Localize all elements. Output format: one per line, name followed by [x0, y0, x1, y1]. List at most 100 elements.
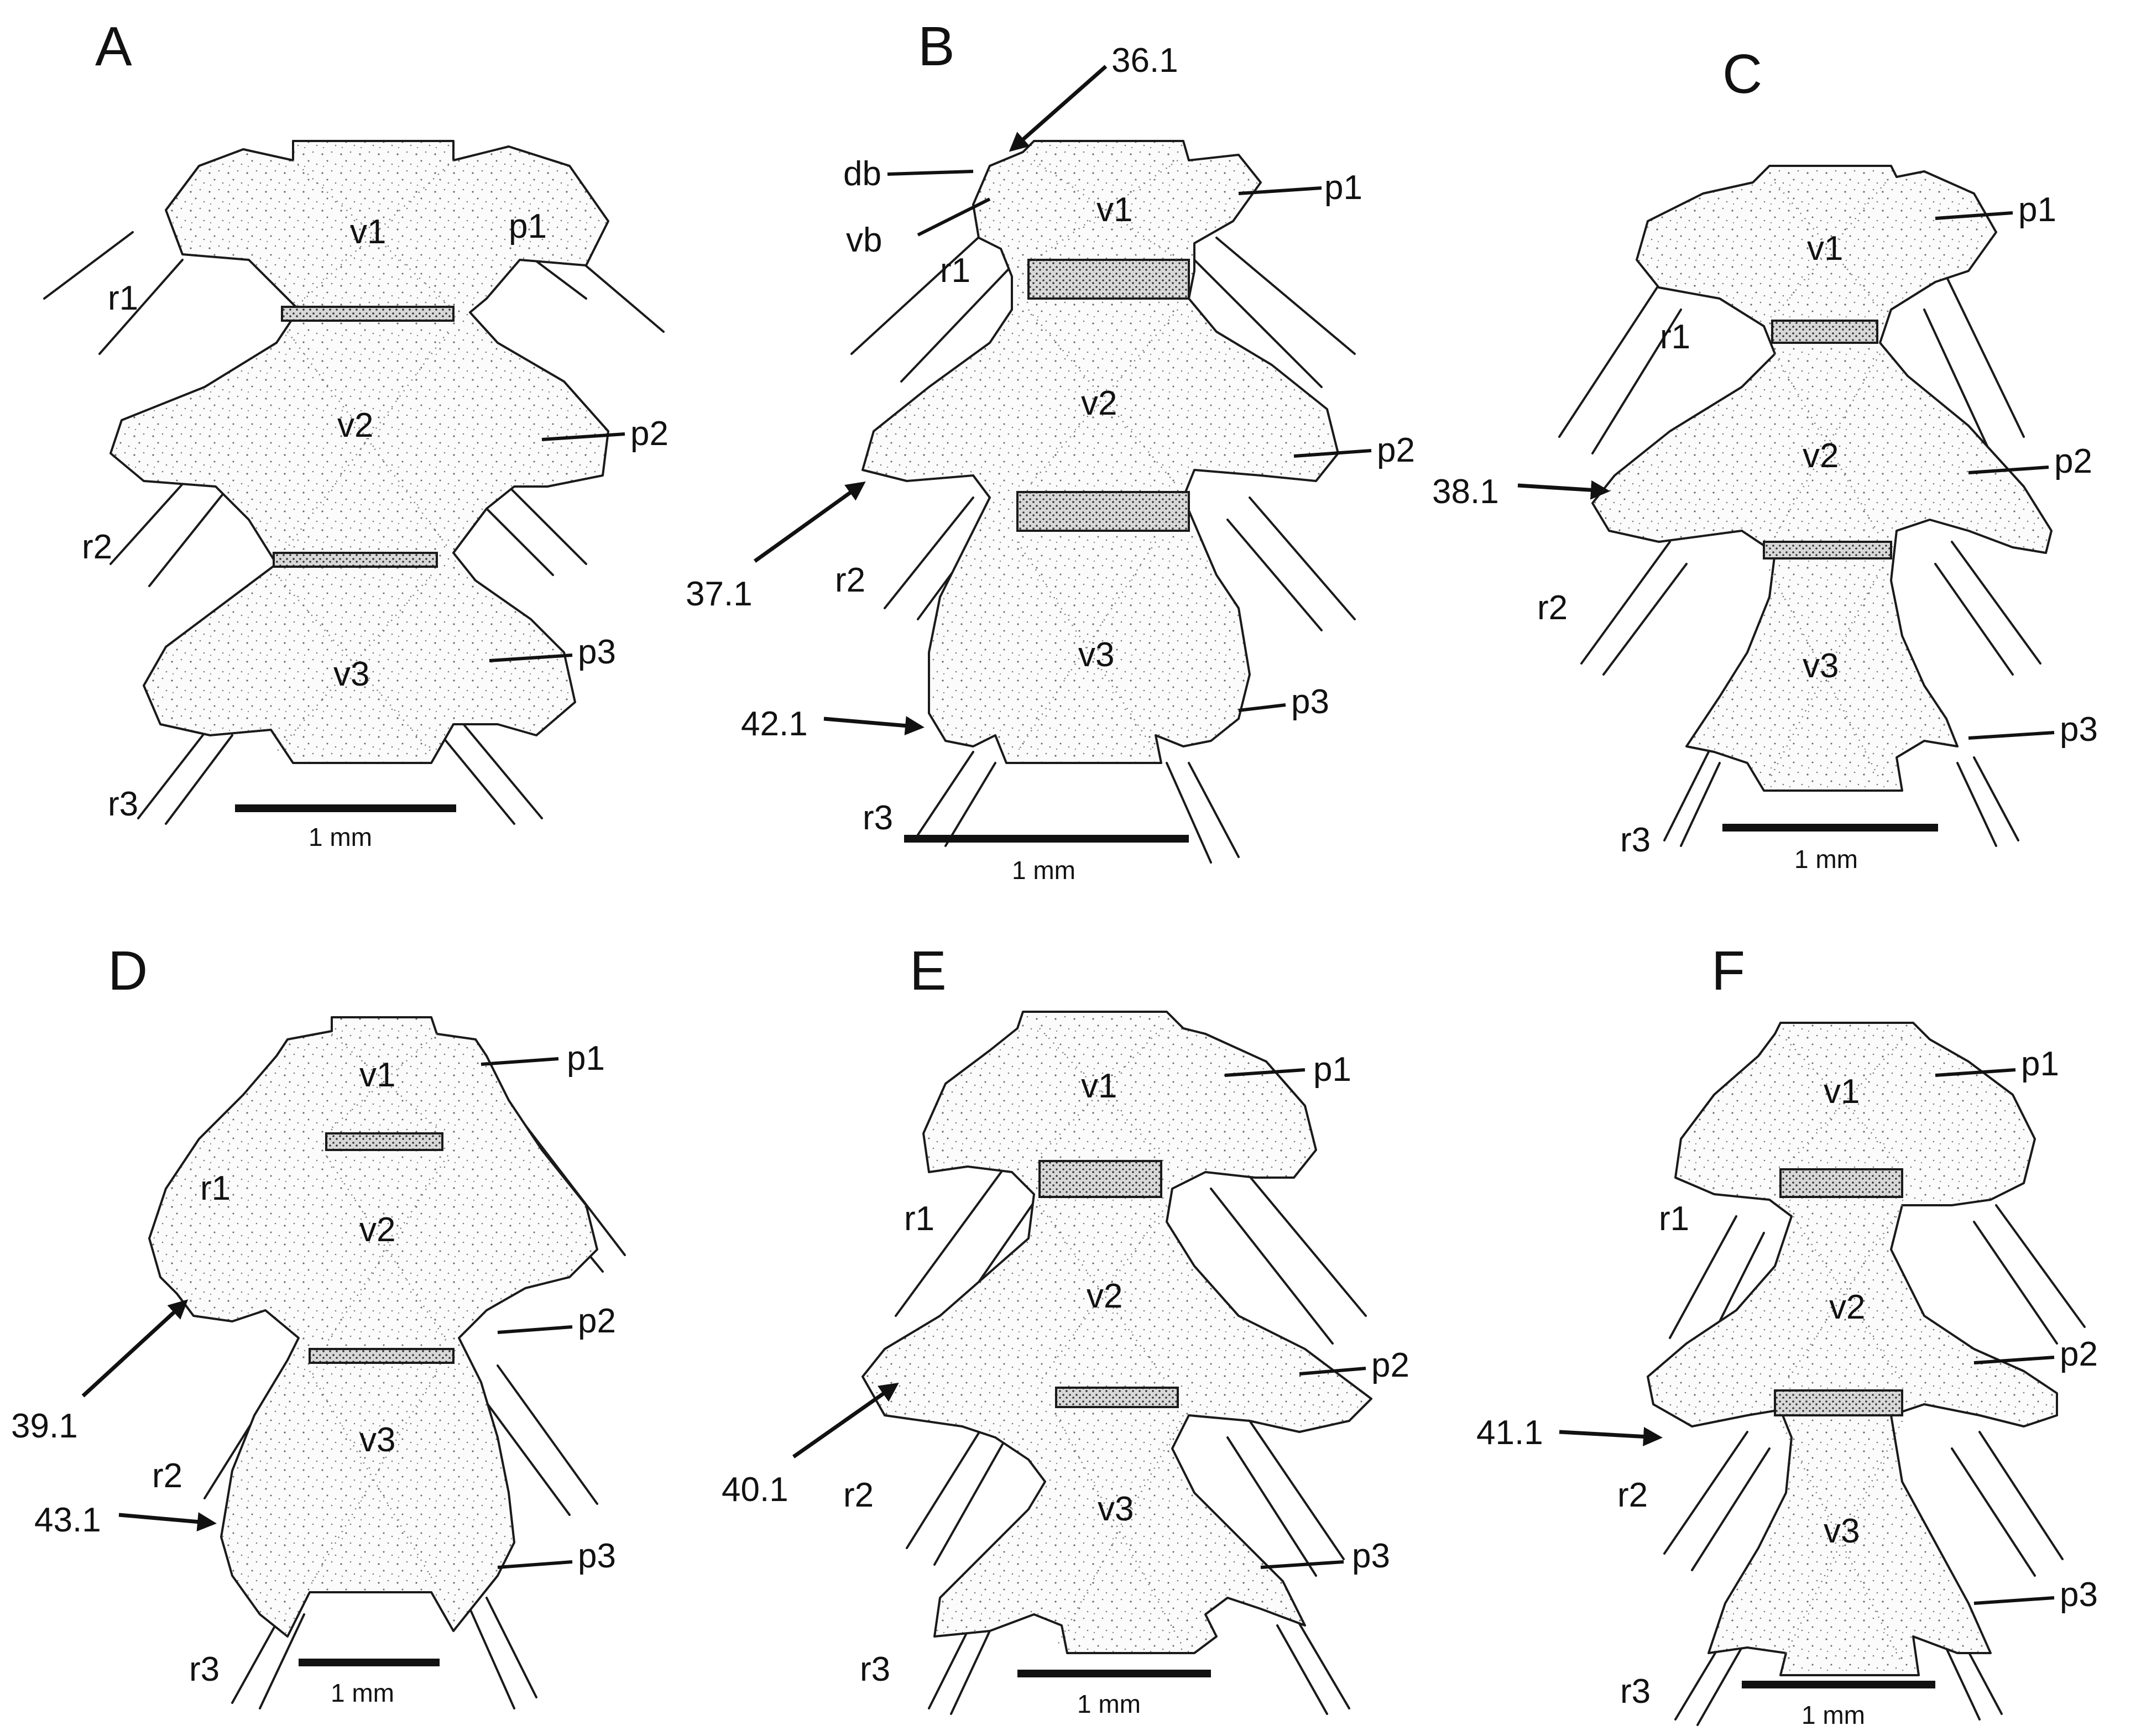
- label-p1-f: p1: [2021, 1045, 2059, 1083]
- scale-label-b: 1 mm: [1012, 856, 1075, 885]
- leader-p1-d: [481, 1057, 559, 1066]
- scale-bar-c: [1722, 824, 1938, 832]
- panel-letter-e: E: [910, 940, 947, 1002]
- panel-a: A v1 v2 v3 p1 p2 p3 r1 r2 r3 1 mm: [43, 15, 669, 851]
- panel-d: D v1 v2 v3 p1 p2 p3 r1 r2 r3 39.1 43.1 1…: [11, 940, 626, 1709]
- arrow-label-42-1: 42.1: [741, 705, 808, 743]
- label-v3-e: v3: [1098, 1490, 1134, 1528]
- label-r1-c: r1: [1660, 318, 1690, 356]
- label-r3-f: r3: [1620, 1672, 1651, 1711]
- label-p1-a: p1: [509, 207, 547, 245]
- arrow-38-1: [1517, 480, 1610, 500]
- label-v2-f: v2: [1829, 1288, 1865, 1326]
- arrow-label-37-1: 37.1: [686, 575, 753, 613]
- scale-label-f: 1 mm: [1801, 1701, 1865, 1729]
- panel-letter-c: C: [1722, 43, 1762, 105]
- label-p3-b: p3: [1291, 683, 1329, 721]
- leader-p2-c: [1968, 466, 2049, 474]
- leader-p3-d: [497, 1560, 573, 1569]
- label-v3-a: v3: [333, 655, 369, 693]
- label-r1-f: r1: [1659, 1200, 1689, 1238]
- label-v1-d: v1: [359, 1056, 395, 1094]
- label-p3-d: p3: [578, 1537, 616, 1575]
- leader-p1-c: [1935, 211, 2013, 220]
- label-r1-b: r1: [940, 252, 970, 290]
- specimen-drawing-b: [850, 140, 1356, 864]
- label-p1-b: p1: [1324, 169, 1362, 207]
- specimen-drawing-f: [1647, 1022, 2086, 1726]
- label-r3-c: r3: [1620, 821, 1651, 859]
- specimen-drawing-e: [861, 1011, 1372, 1715]
- leader-p2-b: [1293, 449, 1372, 458]
- label-db-b: db: [843, 155, 881, 193]
- arrow-41-1: [1559, 1426, 1663, 1446]
- leader-p1-e: [1224, 1068, 1306, 1077]
- label-r1-d: r1: [200, 1169, 231, 1207]
- scale-label-e: 1 mm: [1077, 1690, 1141, 1718]
- leader-db-b: [887, 170, 974, 176]
- arrow-label-41-1: 41.1: [1476, 1414, 1543, 1452]
- scale-bar-f: [1742, 1681, 1935, 1688]
- scale-label-c: 1 mm: [1794, 845, 1858, 874]
- arrow-43-1: [118, 1512, 217, 1531]
- label-p2-f: p2: [2060, 1335, 2098, 1373]
- label-v1-f: v1: [1824, 1073, 1860, 1111]
- label-p2-b: p2: [1377, 431, 1415, 469]
- leader-p3-c: [1968, 731, 2055, 740]
- label-v3-f: v3: [1824, 1512, 1860, 1550]
- specimen-drawing-c: [1558, 165, 2053, 847]
- scale-bar-e: [1017, 1670, 1211, 1677]
- label-v3-c: v3: [1803, 647, 1839, 685]
- leader-vb-b: [917, 197, 991, 237]
- label-r3-e: r3: [860, 1650, 890, 1688]
- label-p2-e: p2: [1371, 1346, 1409, 1384]
- panel-letter-f: F: [1711, 940, 1745, 1002]
- arrow-label-38-1: 38.1: [1432, 473, 1499, 511]
- label-v2-b: v2: [1081, 384, 1117, 422]
- label-r1-a: r1: [108, 279, 138, 317]
- label-vb-b: vb: [846, 221, 882, 259]
- label-v2-a: v2: [337, 406, 373, 445]
- label-v1-b: v1: [1096, 191, 1132, 229]
- label-r2-b: r2: [835, 561, 865, 599]
- scale-label-d: 1 mm: [331, 1679, 394, 1707]
- leader-p3-e: [1260, 1560, 1344, 1569]
- panel-f: F v1 v2 v3 p1 p2 p3 r1 r2 r3 41.1 1 mm: [1476, 940, 2098, 1729]
- label-r2-c: r2: [1537, 589, 1568, 627]
- panel-b: B v1 v2 v3 p1 p2 p3 r1 r2 r3 db vb 36.1 …: [686, 15, 1415, 885]
- panel-letter-d: D: [108, 940, 148, 1002]
- arrow-label-36-1: 36.1: [1111, 41, 1178, 80]
- label-v2-c: v2: [1803, 437, 1839, 475]
- scale-bar-a: [235, 804, 456, 812]
- arrow-label-43-1: 43.1: [34, 1501, 101, 1539]
- label-p1-c: p1: [2018, 191, 2056, 229]
- label-p2-d: p2: [578, 1302, 616, 1340]
- label-p3-e: p3: [1352, 1537, 1390, 1575]
- arrow-label-40-1: 40.1: [722, 1471, 788, 1509]
- specimen-drawing-d: [148, 1016, 626, 1709]
- leader-p2-e: [1299, 1367, 1366, 1376]
- label-r2-d: r2: [152, 1457, 182, 1495]
- label-r1-e: r1: [904, 1200, 934, 1238]
- label-v2-e: v2: [1087, 1277, 1122, 1315]
- label-r3-d: r3: [189, 1650, 220, 1688]
- label-p3-f: p3: [2060, 1576, 2098, 1614]
- arrow-37-1: [753, 481, 866, 563]
- label-v3-b: v3: [1078, 636, 1114, 674]
- label-r2-f: r2: [1617, 1476, 1648, 1514]
- label-v1-c: v1: [1807, 229, 1843, 268]
- label-v1-a: v1: [350, 213, 386, 251]
- label-v2-d: v2: [359, 1211, 395, 1249]
- panel-letter-b: B: [918, 15, 955, 77]
- panel-c: C v1 v2 v3 p1 p2 p3 r1 r2 r3 38.1 1 mm: [1432, 43, 2098, 874]
- leader-p3-a: [489, 653, 573, 662]
- arrow-42-1: [823, 716, 925, 736]
- leader-p1-b: [1238, 186, 1322, 195]
- leader-p3-f: [1973, 1596, 2055, 1605]
- scale-bar-d: [299, 1659, 440, 1666]
- label-p1-e: p1: [1313, 1050, 1351, 1089]
- label-v1-e: v1: [1081, 1067, 1117, 1105]
- panel-letter-a: A: [95, 15, 132, 77]
- arrow-36-1: [1009, 65, 1108, 152]
- arrow-40-1: [792, 1382, 899, 1458]
